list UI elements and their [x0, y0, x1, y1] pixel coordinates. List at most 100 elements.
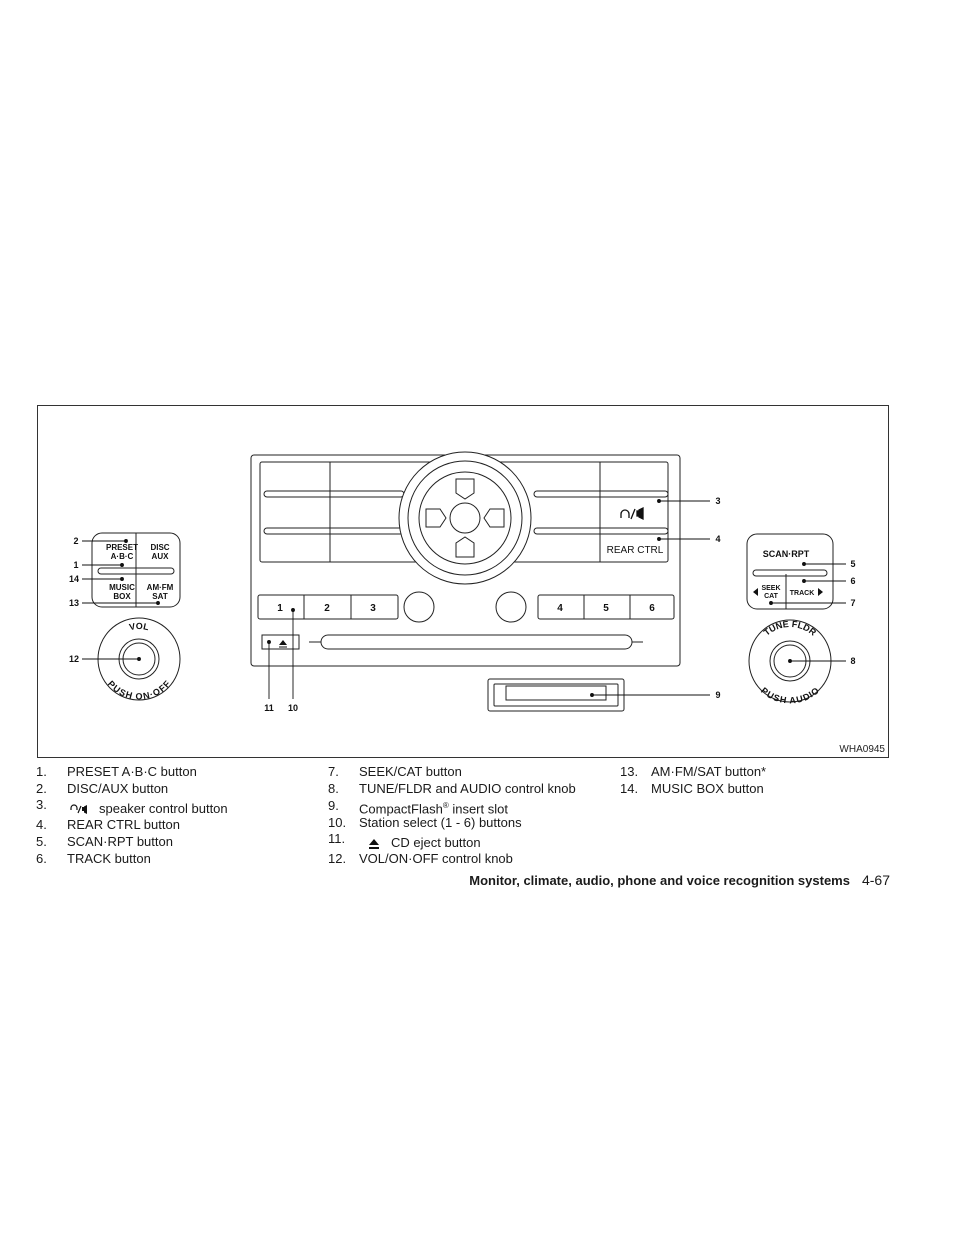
round-button-right [495, 591, 527, 623]
svg-text:A·B·C: A·B·C [111, 552, 134, 561]
legend-num: 2. [36, 781, 47, 796]
svg-text:4: 4 [557, 603, 563, 614]
page-number: 4-67 [861, 872, 890, 888]
dpad-right [483, 508, 505, 528]
legend-text: PRESET A·B·C button [67, 764, 197, 779]
preset-5: 5 [603, 603, 609, 614]
dpad-left [425, 508, 447, 528]
legend-text: Station select (1 - 6) buttons [359, 815, 522, 830]
svg-text:SAT: SAT [152, 592, 168, 601]
legend-text: CD eject button [391, 835, 481, 850]
legend-num: 9. [328, 798, 339, 813]
preset-label-2: A·B·C [111, 552, 134, 561]
music-label-1: MUSIC [109, 583, 135, 592]
seek-label-2: CAT [764, 593, 779, 600]
legend-text: SEEK/CAT button [359, 764, 462, 779]
legend-num: 8. [328, 781, 339, 796]
section-title: Monitor, climate, audio, phone and voice… [469, 873, 850, 888]
scan-rpt-label: SCAN·RPT [763, 549, 810, 559]
legend-num: 10. [328, 815, 347, 830]
svg-text:AM·FM: AM·FM [147, 583, 174, 592]
svg-text:6: 6 [649, 603, 655, 614]
callout-13: 13 [69, 598, 79, 608]
preset-label-1: PRESET [106, 543, 138, 552]
seek-label-1: SEEK [761, 585, 780, 592]
preset-1: 1 [277, 603, 283, 614]
legend-num: 13. [620, 764, 639, 779]
preset-4: 4 [557, 603, 563, 614]
legend-text: speaker control button [99, 801, 228, 816]
vol-top-label: VOL [128, 621, 150, 632]
legend-text: VOL/ON·OFF control knob [359, 851, 513, 866]
legend-num: 12. [328, 851, 347, 866]
legend-text: SCAN·RPT button [67, 834, 173, 849]
figure-box: PRESET A·B·C DISC AUX MUSIC BOX AM·FM SA… [37, 405, 889, 758]
legend-text: REAR CTRL button [67, 817, 180, 832]
dpad-down [455, 536, 475, 558]
headphone-speaker-glyph-icon [620, 506, 644, 521]
legend-text: MUSIC BOX button [651, 781, 764, 796]
callout-3: 3 [715, 496, 720, 506]
callout-7: 7 [850, 598, 855, 608]
legend-num: 3. [36, 797, 47, 812]
callout-9: 9 [715, 690, 720, 700]
svg-text:PRESET: PRESET [106, 543, 138, 552]
svg-text:5: 5 [603, 603, 609, 614]
vol-bottom-label: PUSH ON·OFF [106, 678, 173, 701]
dpad-up [455, 478, 475, 500]
callout-5: 5 [850, 559, 855, 569]
center-dial [398, 451, 532, 585]
legend-text-suffix: insert slot [448, 801, 508, 817]
headphone-speaker-icon [70, 804, 87, 814]
track-right-arrow-icon [818, 588, 823, 596]
svg-text:BOX: BOX [113, 592, 131, 601]
cd-slot [320, 634, 633, 650]
tune-top-label: TUNE FLDR [762, 619, 819, 638]
rear-ctrl-label: REAR CTRL [607, 545, 664, 556]
preset-3: 3 [370, 603, 376, 614]
eject-glyph-icon [279, 640, 287, 648]
callout-11: 11 [264, 703, 274, 713]
legend-num: 4. [36, 817, 47, 832]
legend-text: TRACK button [67, 851, 151, 866]
legend-num: 6. [36, 851, 47, 866]
callout-14: 14 [69, 574, 79, 584]
preset-2: 2 [324, 603, 330, 614]
svg-text:CAT: CAT [764, 593, 779, 600]
amfm-label-2: SAT [152, 592, 168, 601]
svg-text:DISC: DISC [150, 543, 169, 552]
callout-4: 4 [715, 534, 720, 544]
callout-1: 1 [73, 560, 78, 570]
svg-text:1: 1 [277, 603, 283, 614]
center-enter-button [449, 502, 481, 534]
callout-8: 8 [850, 656, 855, 666]
legend-text: TUNE/FLDR and AUDIO control knob [359, 781, 576, 796]
preset-group-right [537, 594, 675, 620]
callout-10: 10 [288, 703, 298, 713]
callout-12: 12 [69, 654, 79, 664]
amfm-label-1: AM·FM [147, 583, 174, 592]
svg-text:REAR CTRL: REAR CTRL [607, 545, 664, 556]
svg-text:3: 3 [370, 603, 376, 614]
legend-num: 1. [36, 764, 47, 779]
track-label: TRACK [790, 590, 815, 597]
disc-label-1: DISC [150, 543, 169, 552]
svg-text:SEEK: SEEK [761, 585, 780, 592]
figure-code: WHA0945 [839, 744, 885, 755]
eject-button [261, 634, 300, 650]
legend-num: 14. [620, 781, 639, 796]
svg-text:MUSIC: MUSIC [109, 583, 135, 592]
callout-2: 2 [73, 536, 78, 546]
disc-label-2: AUX [152, 552, 170, 561]
round-button-left [403, 591, 435, 623]
preset-group-left [257, 594, 399, 620]
svg-text:2: 2 [324, 603, 330, 614]
legend-num: 11. [328, 831, 346, 846]
page-footer: Monitor, climate, audio, phone and voice… [469, 872, 890, 888]
registered-mark: ® [442, 801, 449, 810]
right-button-cluster [746, 533, 834, 610]
legend-num: 7. [328, 764, 339, 779]
tune-bottom-label: PUSH AUDIO [759, 685, 821, 705]
legend-num: 5. [36, 834, 47, 849]
svg-text:AUX: AUX [152, 552, 170, 561]
